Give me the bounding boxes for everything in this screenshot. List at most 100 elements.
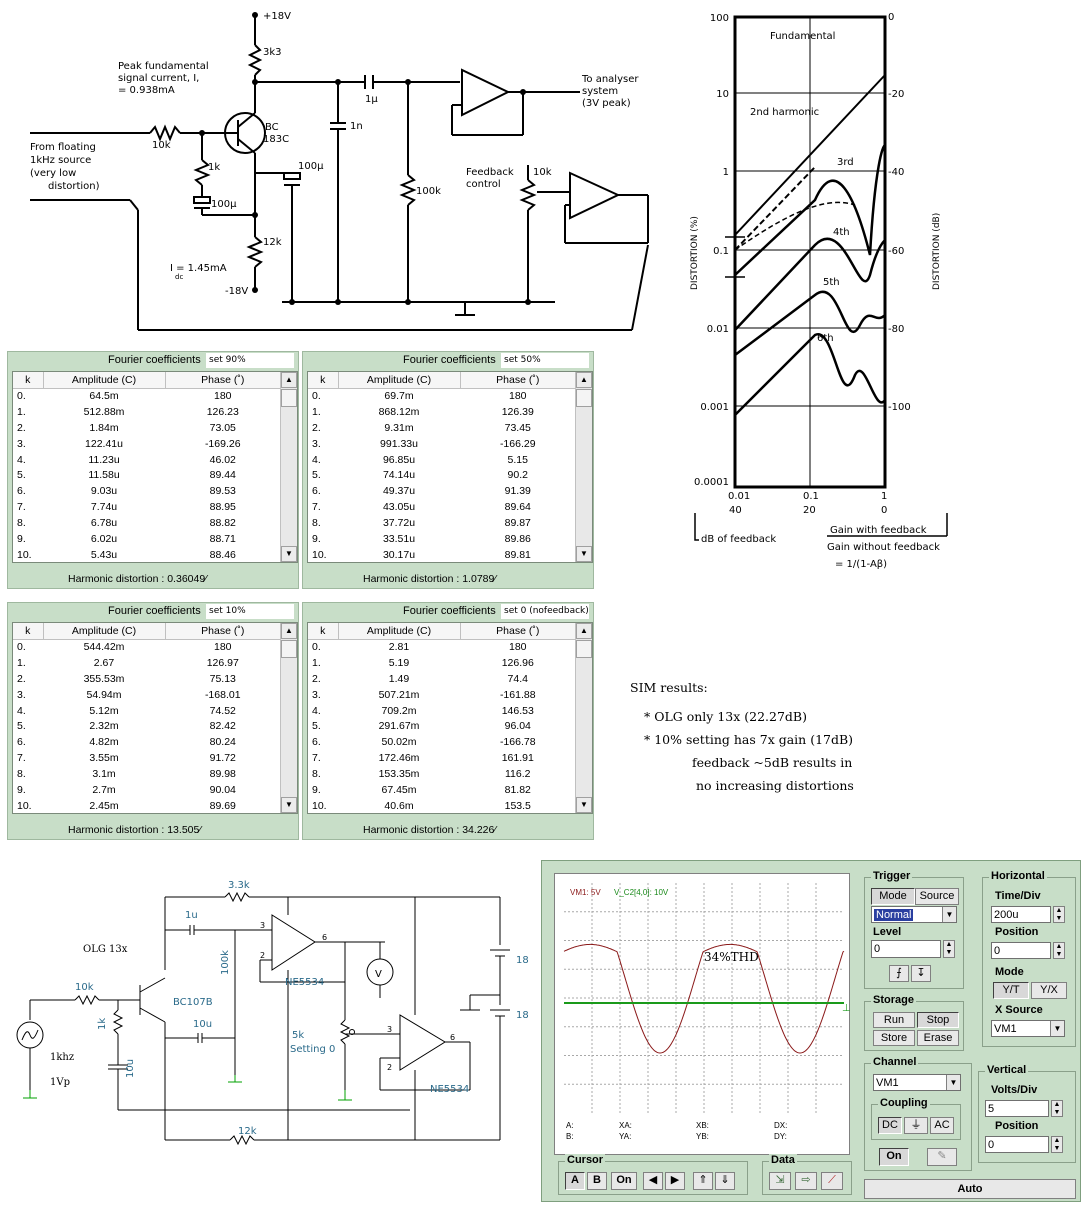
sim-c-1u: 1u — [185, 910, 198, 921]
scroll-up-icon[interactable]: ▲ — [281, 623, 297, 639]
channel-on-button[interactable]: On — [879, 1148, 909, 1166]
label-r-collector: 3k3 — [263, 47, 282, 58]
scroll-up-icon[interactable]: ▲ — [281, 372, 297, 388]
cursor-title: Cursor — [565, 1154, 606, 1166]
horizontal-position-spinner[interactable]: ▲▼ — [1053, 942, 1065, 959]
arrow-left-icon[interactable]: ◀ — [643, 1172, 663, 1190]
ya-readout: YA: — [619, 1132, 631, 1141]
vertical-position-spinner[interactable]: ▲▼ — [1051, 1136, 1063, 1153]
run-button[interactable]: Run — [873, 1012, 915, 1028]
stop-button[interactable]: Stop — [917, 1012, 959, 1028]
cell-k: 2. — [17, 421, 26, 434]
scrollbar[interactable]: ▲▼ — [280, 623, 297, 813]
data-import-icon[interactable]: ⇲ — [769, 1172, 791, 1190]
label-analyser1: To analyser — [581, 74, 639, 85]
scroll-down-icon[interactable]: ▼ — [281, 546, 297, 562]
arrow-down-icon[interactable]: ⇓ — [715, 1172, 735, 1190]
scroll-down-icon[interactable]: ▼ — [576, 546, 592, 562]
sim-src2: 1Vp — [50, 1077, 70, 1088]
ac-button[interactable]: AC — [930, 1117, 954, 1134]
cursor-a-button[interactable]: A — [565, 1172, 585, 1190]
trigger-rising-edge-button[interactable]: ⨍ — [889, 965, 909, 982]
horizontal-position-input[interactable]: 0 — [991, 942, 1051, 959]
scroll-thumb[interactable] — [281, 640, 297, 658]
dc-button[interactable]: DC — [878, 1117, 902, 1134]
cell-amplitude: 544.42m — [83, 641, 125, 654]
sim-line-3: feedback ~5dB results in — [692, 755, 853, 770]
sim-r-3k3: 3.3k — [228, 880, 250, 891]
cursor-b-button[interactable]: B — [587, 1172, 607, 1190]
label-source3: (very low — [30, 168, 76, 179]
scroll-up-icon[interactable]: ▲ — [576, 623, 592, 639]
store-button[interactable]: Store — [873, 1030, 915, 1046]
scroll-thumb[interactable] — [576, 389, 592, 407]
scrollbar[interactable]: ▲▼ — [575, 623, 592, 813]
xsource-value: VM1 — [994, 1023, 1017, 1035]
trigger-level-spinner[interactable]: ▲▼ — [943, 940, 955, 958]
cell-phase: 74.52 — [209, 704, 236, 717]
hd-value: 0.36049⁄ — [167, 573, 207, 585]
arrow-right-icon[interactable]: ▶ — [665, 1172, 685, 1190]
pen-icon[interactable]: ✎ — [927, 1148, 957, 1166]
voltsdiv-input[interactable]: 5 — [985, 1100, 1049, 1117]
label-c-1n: 1n — [350, 121, 363, 132]
trigger-title: Trigger — [871, 870, 913, 882]
trigger-level-input[interactable]: 0 — [871, 940, 941, 958]
cell-k: 0. — [312, 390, 321, 403]
data-export-icon[interactable]: ⇨ — [795, 1172, 817, 1190]
trigger-source-button[interactable]: Source — [915, 888, 959, 905]
sim-line-4: no increasing distortions — [696, 778, 854, 793]
scroll-down-icon[interactable]: ▼ — [281, 797, 297, 813]
cell-k: 1. — [312, 656, 321, 669]
fourier-title: Fourier coefficients — [108, 354, 201, 366]
timediv-input[interactable]: 200u — [991, 906, 1051, 923]
scroll-down-icon[interactable]: ▼ — [576, 797, 592, 813]
channel-select[interactable]: VM1 ▼ — [873, 1074, 961, 1091]
y-left-tick-2: 1 — [723, 167, 729, 178]
col-header-amplitude: Amplitude (C) — [338, 623, 461, 640]
voltsdiv-spinner[interactable]: ▲▼ — [1051, 1100, 1063, 1117]
cell-amplitude: 2.81 — [388, 641, 410, 654]
scrollbar[interactable]: ▲▼ — [575, 372, 592, 562]
curve-label-3rd: 3rd — [837, 157, 854, 168]
scope-thd: 34%THD — [704, 950, 759, 964]
yt-button[interactable]: Y/T — [993, 982, 1029, 999]
yx-button[interactable]: Y/X — [1031, 982, 1067, 999]
ground-icon[interactable]: ⏚ — [904, 1117, 928, 1134]
y-left-tick-1: 10 — [716, 89, 729, 100]
auto-button[interactable]: Auto — [864, 1179, 1076, 1199]
scrollbar[interactable]: ▲▼ — [280, 372, 297, 562]
trigger-falling-edge-button[interactable]: ↧ — [911, 965, 931, 982]
cell-amplitude: 4.82m — [89, 736, 119, 749]
horizontal-title: Horizontal — [989, 870, 1047, 882]
xsource-select[interactable]: VM1 ▼ — [991, 1020, 1065, 1037]
harmonic-distortion: Harmonic distortion : 34.226⁄ — [363, 824, 496, 836]
erase-button[interactable]: Erase — [917, 1030, 959, 1046]
hd-value: 1.0789⁄ — [462, 573, 497, 585]
timediv-spinner[interactable]: ▲▼ — [1053, 906, 1065, 923]
chevron-down-icon[interactable]: ▼ — [942, 907, 956, 922]
chevron-down-icon[interactable]: ▼ — [1050, 1021, 1064, 1036]
cell-k: 8. — [17, 768, 26, 781]
sim-schematic: OLG 13x 3.3k 1u 100k NE5534 NE5534 BC107… — [16, 880, 529, 1146]
cursor-on-button[interactable]: On — [611, 1172, 637, 1190]
scroll-thumb[interactable] — [281, 389, 297, 407]
scroll-up-icon[interactable]: ▲ — [576, 372, 592, 388]
arrow-up-icon[interactable]: ⇑ — [693, 1172, 713, 1190]
trigger-mode-select[interactable]: Normal ▼ — [871, 906, 957, 923]
scroll-thumb[interactable] — [576, 640, 592, 658]
chevron-down-icon[interactable]: ▼ — [946, 1075, 960, 1090]
trigger-mode-button[interactable]: Mode — [871, 888, 915, 905]
data-plot-icon[interactable]: ⟋ — [821, 1172, 843, 1190]
vertical-group: Vertical Volts/Div 5 ▲▼ Position 0 ▲▼ — [978, 1064, 1076, 1163]
vertical-position-input[interactable]: 0 — [985, 1136, 1049, 1153]
